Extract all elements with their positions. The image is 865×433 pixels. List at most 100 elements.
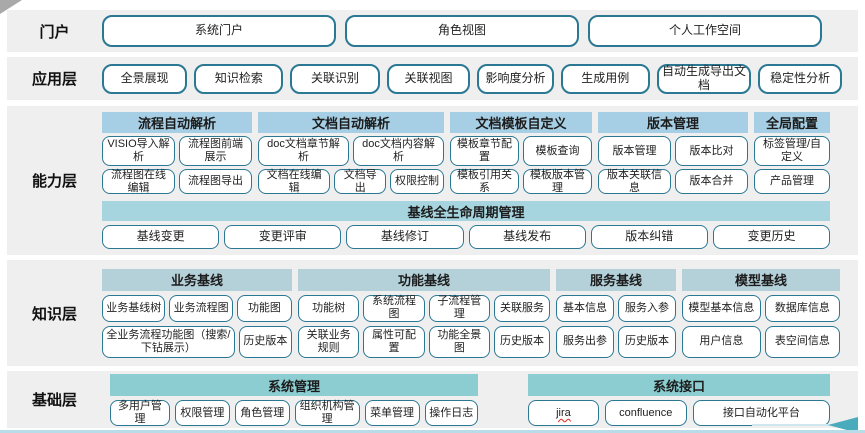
diagram-node: confluence: [604, 400, 687, 426]
group-system-interface: 系统接口 jira confluence 接口自动化平台: [528, 374, 831, 426]
layer-label: 知识层: [31, 305, 77, 323]
diagram-node: 业务基线树: [102, 294, 166, 322]
group-process-auto-parse: 流程自动解析 VISIO导入解析 流程图前端展示 流程图在线编辑 流程图导出: [102, 112, 252, 194]
diagram-node: 模板查询: [523, 136, 592, 166]
diagram-node: 子流程管理: [428, 294, 490, 322]
diagram-node: 功能树: [298, 294, 360, 322]
diagram-node: 知识检索: [194, 63, 284, 94]
diagram-node: 关联视图: [386, 63, 471, 94]
diagram-node: 历史版本: [493, 325, 550, 358]
group-header: 版本管理: [598, 112, 748, 133]
group-header: 业务基线: [102, 268, 292, 291]
diagram-node: 基线修订: [346, 225, 464, 249]
diagram-node-jira: jira: [528, 400, 599, 426]
diagram-node: 角色视图: [345, 15, 579, 47]
diagram-node: 版本管理: [598, 136, 671, 166]
diagram-node: 基线变更: [102, 225, 220, 249]
layer-label: 应用层: [31, 71, 77, 88]
diagram-node: 版本比对: [675, 136, 748, 166]
diagram-node: 版本纠错: [590, 225, 708, 249]
diagram-node: 文档导出: [334, 169, 387, 194]
diagram-node: 模板引用关系: [450, 169, 519, 194]
layer-label: 能力层: [31, 173, 77, 190]
group-header: 文档模板自定义: [450, 112, 592, 133]
diagram-node: 功能全景图: [428, 325, 490, 358]
diagram-node: 流程图导出: [179, 169, 252, 194]
group-header: 系统管理: [110, 374, 478, 396]
connector-line: [752, 424, 832, 426]
group-business-baseline: 业务基线 业务基线树 业务流程图 功能图 全业务流程功能图（搜索/下钻展示） 历…: [102, 268, 292, 358]
group-function-baseline: 功能基线 功能树 系统流程图 子流程管理 关联服务 关联业务规则 属性可配置 功…: [298, 268, 550, 358]
diagram-node: 关联识别: [290, 63, 380, 94]
bottom-border-line: [0, 430, 865, 433]
diagram-node: VISIO导入解析: [102, 136, 175, 166]
diagram-node: 组织机构管理: [294, 400, 360, 426]
group-header: 系统接口: [528, 374, 830, 396]
diagram-node: 历史版本: [238, 325, 292, 358]
layer-label: 基础层: [31, 392, 77, 409]
layer-knowledge: 知识层 业务基线 业务基线树 业务流程图 功能图 全业务流程功能图（搜索/下钻展…: [7, 260, 858, 366]
diagram-node: 产品管理: [754, 169, 830, 194]
left-arrow-icon: [828, 417, 858, 433]
diagram-node: 关联业务规则: [298, 325, 360, 358]
diagram-node: 功能图: [236, 294, 292, 322]
group-doc-template-custom: 文档模板自定义 模板章节配置 模板查询 模板引用关系 模板版本管理: [450, 112, 592, 194]
group-header: 全局配置: [754, 112, 830, 133]
diagram-node: 变更历史: [712, 225, 831, 249]
layer-portal: 门户 系统门户 角色视图 个人工作空间: [7, 10, 858, 52]
diagram-node: 模板版本管理: [523, 169, 592, 194]
diagram-node: 变更评审: [224, 225, 342, 249]
group-version-management: 版本管理 版本管理 版本比对 版本关联信息 版本合并: [598, 112, 748, 194]
diagram-node: 权限控制: [390, 169, 444, 194]
diagram-node: 模型基本信息: [682, 294, 761, 322]
layer-capability: 能力层 流程自动解析 VISIO导入解析 流程图前端展示 流程图在线编辑 流程图…: [7, 106, 858, 255]
diagram-node: 全景展现: [102, 63, 188, 94]
diagram-node: 权限管理: [174, 400, 230, 426]
diagram-node: 流程图前端展示: [179, 136, 252, 166]
diagram-node: 基线发布: [468, 225, 586, 249]
diagram-node: 操作日志: [424, 400, 478, 426]
jira-label: jira: [556, 406, 571, 419]
layer-label: 门户: [39, 23, 70, 41]
group-model-baseline: 模型基线 模型基本信息 数据库信息 用户信息 表空间信息: [682, 268, 840, 358]
diagram-node: 自动生成导出文档: [656, 63, 752, 94]
diagram-node: 多用户管理: [110, 400, 170, 426]
group-system-management: 系统管理 多用户管理 权限管理 角色管理 组织机构管理 菜单管理 操作日志: [110, 374, 478, 426]
diagram-node: 服务出参: [556, 325, 614, 358]
group-header: 流程自动解析: [102, 112, 252, 133]
diagram-node: 影响度分析: [477, 63, 554, 94]
diagram-node: 数据库信息: [764, 294, 840, 322]
diagram-node: 业务流程图: [169, 294, 233, 322]
group-global-config: 全局配置 标签管理/自定义 产品管理: [754, 112, 830, 194]
diagram-node: 文档在线编辑: [258, 169, 331, 194]
diagram-node: 个人工作空间: [588, 15, 822, 47]
group-header: 功能基线: [298, 268, 550, 291]
baseline-lifecycle-banner: 基线全生命周期管理: [102, 201, 830, 221]
group-service-baseline: 服务基线 基本信息 服务入参 服务出参 历史版本: [556, 268, 676, 358]
diagram-node: 接口自动化平台: [692, 400, 831, 426]
diagram-node: 版本合并: [675, 169, 748, 194]
diagram-node: 历史版本: [618, 325, 676, 358]
diagram-node: 关联服务: [493, 294, 550, 322]
diagram-node: 全业务流程功能图（搜索/下钻展示）: [102, 325, 235, 358]
layer-application: 应用层 全景展现 知识检索 关联识别 关联视图 影响度分析 生成用例 自动生成导…: [7, 57, 858, 100]
diagram-node: 稳定性分析: [758, 63, 842, 94]
group-header: 服务基线: [556, 268, 676, 291]
group-doc-auto-parse: 文档自动解析 doc文档章节解析 doc文档内容解析 文档在线编辑 文档导出 权…: [258, 112, 444, 194]
diagram-node: 角色管理: [234, 400, 290, 426]
diagram-node: 服务入参: [618, 294, 676, 322]
diagram-node: 模板章节配置: [450, 136, 519, 166]
diagram-node: doc文档内容解析: [353, 136, 444, 166]
diagram-node: 系统流程图: [363, 294, 425, 322]
diagram-node: 表空间信息: [764, 325, 840, 358]
diagram-node: 菜单管理: [364, 400, 420, 426]
layer-foundation: 基础层 系统管理 多用户管理 权限管理 角色管理 组织机构管理 菜单管理 操作日…: [7, 371, 858, 428]
diagram-node: 系统门户: [102, 15, 336, 47]
diagram-node: 生成用例: [560, 63, 650, 94]
group-header: 模型基线: [682, 268, 840, 291]
diagram-node: 流程图在线编辑: [102, 169, 175, 194]
diagram-node: 标签管理/自定义: [754, 136, 830, 166]
diagram-node: 属性可配置: [363, 325, 425, 358]
diagram-node: 版本关联信息: [598, 169, 671, 194]
